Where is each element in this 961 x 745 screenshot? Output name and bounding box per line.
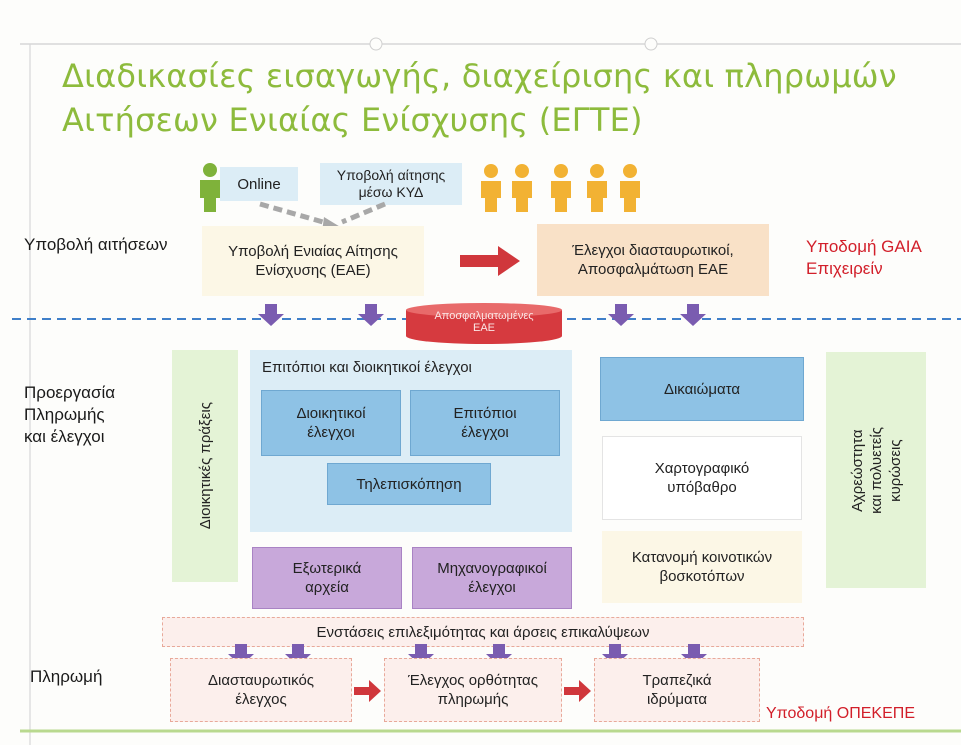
cartographic-background-box: Χαρτογραφικό υπόβαθρο: [602, 436, 802, 520]
row-label-processing: Προεργασία Πληρωμής και έλεγχοι: [24, 382, 115, 448]
online-box: Online: [220, 167, 298, 201]
pasture-line-1: Κατανομή κοινοτικών: [631, 549, 773, 566]
external-files-box: Εξωτερικά αρχεία: [252, 547, 402, 609]
administrative-checks-box: Διοικητικοί έλεγχοι: [261, 390, 401, 456]
objections-bar: Ενστάσεις επιλεξιμότητας και άρσεις επικ…: [162, 617, 804, 647]
cross-check-line-1: Διασταυρωτικός: [207, 672, 315, 689]
onsite-checks-box: Επιτόπιοι έλεγχοι: [410, 390, 560, 456]
banks-line-1: Τραπεζικά: [642, 672, 712, 689]
onsite-checks-line-2: έλεγχοι: [461, 424, 509, 441]
eae-label-line-1: Υποβολή Ενιαίας Αίτησης: [228, 243, 398, 260]
penalties-line-2: και πολυετείς: [867, 426, 885, 514]
title-line-2: Αιτήσεων Ενιαίας Ενίσχυσης (ΕΓΤΕ): [62, 101, 643, 139]
gaia-line-1: Υποδομή GAIA: [806, 237, 922, 256]
person-green-icon: [200, 163, 220, 212]
administrative-checks-line-1: Διοικητικοί: [296, 405, 366, 422]
cross-check-box: Διασταυρωτικός έλεγχος: [170, 658, 352, 722]
external-files-line-2: αρχεία: [305, 579, 349, 596]
cartographic-line-1: Χαρτογραφικό: [654, 460, 750, 477]
rights-box: Δικαιώματα: [600, 357, 804, 421]
gaia-line-2: Επιχειρείν: [806, 259, 883, 278]
diagram-title: Διαδικασίες εισαγωγής, διαχείρισης και π…: [62, 54, 897, 142]
penalties-label: Αχρεώστητα και πολυετείς κυρώσεις: [848, 427, 905, 514]
opekepe-infrastructure-label: Υποδομή ΟΠΕΚΕΠΕ: [766, 705, 915, 722]
penalties-box: Αχρεώστητα και πολυετείς κυρώσεις: [826, 352, 926, 588]
processing-line-2: Πληρωμής: [24, 405, 105, 424]
processing-line-1: Προεργασία: [24, 383, 116, 402]
computer-checks-line-2: έλεγχοι: [468, 579, 516, 596]
section-separator: [12, 318, 961, 320]
penalties-line-3: κυρώσεις: [886, 438, 904, 502]
kyd-label-line-1: Υποβολή αίτησης: [336, 167, 446, 183]
debugged-eae-line-2: ΕΑΕ: [472, 322, 495, 334]
persons-orange-icon: [481, 164, 640, 212]
rights-label: Δικαιώματα: [663, 380, 741, 398]
debugged-eae-database-icon: [406, 303, 562, 344]
checks-container-title: Επιτόπιοι και διοικητικοί έλεγχοι: [262, 359, 472, 376]
cross-checks-line-1: Έλεγχοι διασταυρωτικοί,: [572, 242, 734, 259]
payment-correctness-box: Έλεγχος ορθότητας πληρωμής: [384, 658, 562, 722]
correctness-line-2: πληρωμής: [437, 691, 509, 708]
kyd-submission-box: Υποβολή αίτησης μέσω ΚΥΔ: [320, 163, 462, 205]
processing-line-3: και έλεγχοι: [24, 427, 105, 446]
banks-box: Τραπεζικά ιδρύματα: [594, 658, 760, 722]
cross-check-line-2: έλεγχος: [235, 691, 287, 708]
objections-label: Ενστάσεις επιλεξιμότητας και άρσεις επικ…: [316, 623, 650, 641]
red-arrow-small-1-icon: [354, 680, 381, 702]
debugged-eae-line-1: Αποσφαλματωμένες: [434, 310, 534, 322]
row-label-payment: Πληρωμή: [30, 667, 103, 686]
computer-checks-box: Μηχανογραφικοί έλεγχοι: [412, 547, 572, 609]
cross-checks-line-2: Αποσφαλμάτωση ΕΑΕ: [577, 261, 729, 278]
computer-checks-line-1: Μηχανογραφικοί: [437, 560, 547, 577]
administrative-acts-box: Διοικητικές πράξεις: [172, 350, 238, 582]
title-line-1: Διαδικασίες εισαγωγής, διαχείρισης και π…: [62, 57, 897, 95]
pasture-allocation-box: Κατανομή κοινοτικών βοσκοτόπων: [602, 531, 802, 603]
eae-submission-box: Υποβολή Ενιαίας Αίτησης Ενίσχυσης (ΕΑΕ): [202, 226, 424, 296]
administrative-checks-line-2: έλεγχοι: [307, 424, 355, 441]
cross-checks-box: Έλεγχοι διασταυρωτικοί, Αποσφαλμάτωση ΕΑ…: [537, 224, 769, 296]
banks-line-2: ιδρύματα: [646, 691, 708, 708]
down-arrows-row-1: [258, 304, 706, 326]
pasture-line-2: βοσκοτόπων: [659, 568, 745, 585]
penalties-line-1: Αχρεώστητα: [848, 428, 866, 512]
red-arrow-icon: [460, 246, 520, 276]
down-arrows-row-2: [228, 644, 707, 666]
debugged-eae-label: Αποσφαλματωμένες ΕΑΕ: [404, 310, 564, 334]
external-files-line-1: Εξωτερικά: [292, 560, 362, 577]
row-label-submission: Υποβολή αιτήσεων: [24, 235, 168, 254]
online-label: Online: [237, 175, 281, 193]
cartographic-line-2: υπόβαθρο: [667, 479, 737, 496]
remote-sensing-box: Τηλεπισκόπηση: [327, 463, 491, 505]
onsite-checks-line-1: Επιτόπιοι: [453, 405, 517, 422]
remote-sensing-label: Τηλεπισκόπηση: [356, 475, 462, 493]
gaia-infrastructure-label: Υποδομή GAIA Επιχειρείν: [806, 236, 922, 280]
red-arrow-small-2-icon: [564, 680, 591, 702]
correctness-line-1: Έλεγχος ορθότητας: [408, 672, 538, 689]
administrative-acts-label: Διοικητικές πράξεις: [196, 402, 214, 530]
eae-label-line-2: Ενίσχυσης (ΕΑΕ): [255, 262, 371, 279]
kyd-label-line-2: μέσω ΚΥΔ: [358, 184, 424, 200]
